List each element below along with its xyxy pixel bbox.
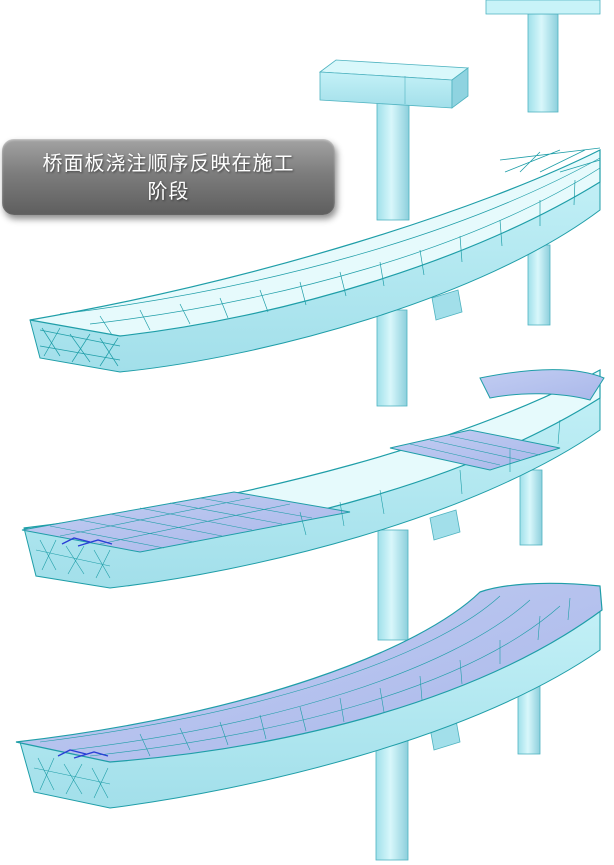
stage-2-blue-marker — [61, 537, 113, 547]
stage-1-piers — [376, 244, 551, 407]
stage-2-bridge — [21, 368, 605, 641]
callout-text: 桥面板浇注顺序反映在施工阶段 — [42, 151, 295, 203]
callout-box: 桥面板浇注顺序反映在施工阶段 — [2, 139, 335, 215]
t-pier — [318, 59, 470, 221]
stage-3-piers — [375, 679, 541, 861]
top-pier-partial — [485, 0, 601, 113]
stage-2-deck-far — [479, 369, 605, 401]
stage-2-deck-near — [21, 491, 351, 553]
stage-2-piers — [377, 469, 543, 641]
stage-1-grid — [29, 149, 601, 337]
stage-3-blue-marker — [57, 749, 109, 759]
stage-1-truss-end — [499, 147, 601, 173]
stage-3-bridge — [15, 582, 603, 861]
stage-1-bridge — [29, 147, 601, 407]
